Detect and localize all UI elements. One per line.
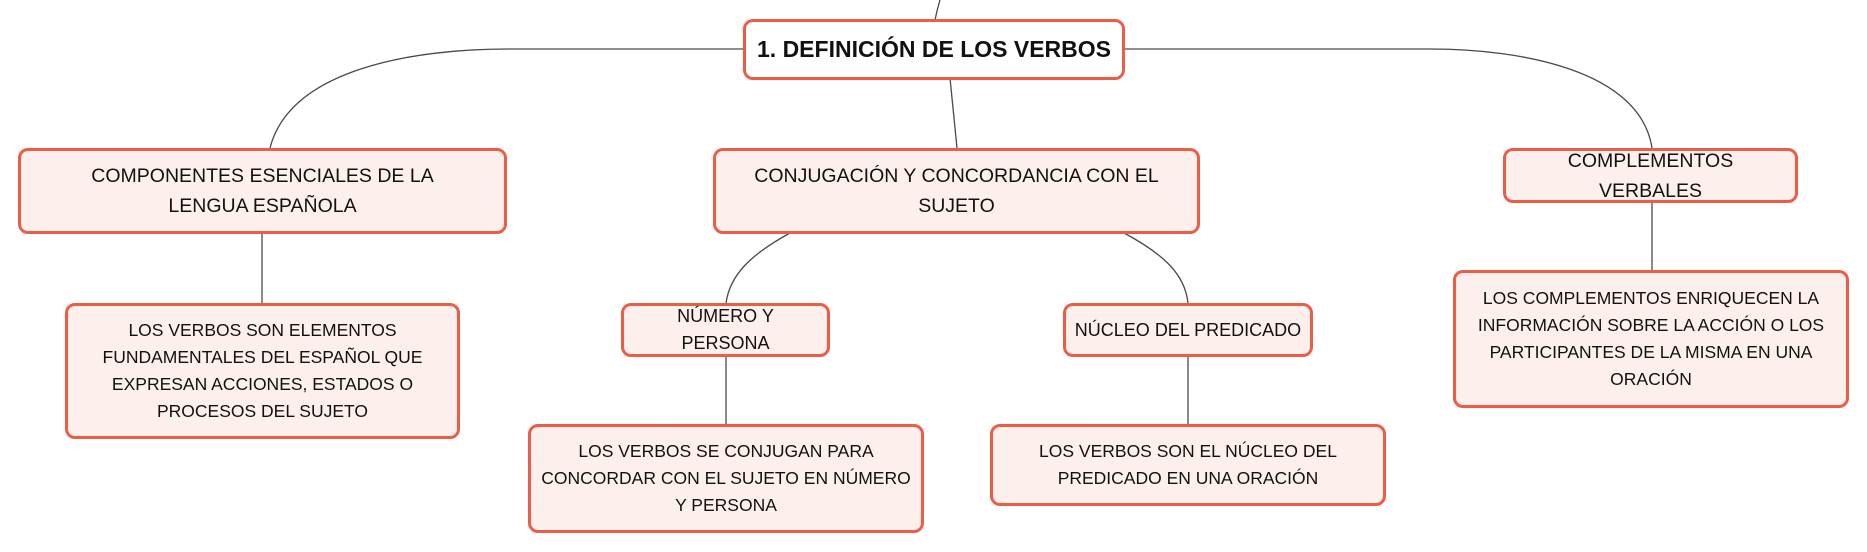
- topic-complements-node[interactable]: COMPLEMENTOS VERBALES: [1503, 148, 1798, 203]
- topic-components-node[interactable]: COMPONENTES ESENCIALES DE LA LENGUA ESPA…: [18, 148, 507, 234]
- connector-conjugation-to-number-person: [725, 232, 791, 304]
- subtopic-number-person-node[interactable]: NÚMERO Y PERSONA: [621, 303, 830, 357]
- subtopic-predicate-core-node[interactable]: NÚCLEO DEL PREDICADO: [1063, 303, 1313, 357]
- subtopic-predicate-core-label: NÚCLEO DEL PREDICADO: [1074, 319, 1302, 340]
- connector-parent-to-root: [934, 0, 941, 21]
- connector-root-to-components: [269, 48, 745, 149]
- number-person-detail-node[interactable]: LOS VERBOS SE CONJUGAN PARA CONCORDAR CO…: [528, 424, 924, 533]
- subtopic-number-person-label: NÚMERO Y PERSONA: [677, 306, 774, 353]
- topic-conjugation-node[interactable]: CONJUGACIÓN Y CONCORDANCIA CON EL SUJETO: [713, 148, 1200, 234]
- topic-complements-label: COMPLEMENTOS VERBALES: [1567, 149, 1734, 202]
- connector-conjugation-to-predicate-core: [1123, 232, 1189, 304]
- topic-conjugation-label: CONJUGACIÓN Y CONCORDANCIA CON EL SUJETO: [754, 165, 1159, 217]
- predicate-core-detail-node[interactable]: LOS VERBOS SON EL NÚCLEO DEL PREDICADO E…: [990, 424, 1386, 506]
- connector-root-to-complements: [1124, 48, 1653, 149]
- root-topic-node[interactable]: 1. DEFINICIÓN DE LOS VERBOS: [743, 19, 1125, 80]
- complements-detail-node[interactable]: LOS COMPLEMENTOS ENRIQUECEN LA INFORMACI…: [1453, 270, 1849, 408]
- topic-components-label: COMPONENTES ESENCIALES DE LA LENGUA ESPA…: [91, 165, 434, 217]
- complements-detail-text: LOS COMPLEMENTOS ENRIQUECEN LA INFORMACI…: [1477, 288, 1825, 389]
- components-detail-node[interactable]: LOS VERBOS SON ELEMENTOS FUNDAMENTALES D…: [65, 303, 460, 439]
- connector-root-to-conjugation: [949, 77, 958, 149]
- components-detail-text: LOS VERBOS SON ELEMENTOS FUNDAMENTALES D…: [102, 320, 423, 421]
- predicate-core-detail-text: LOS VERBOS SON EL NÚCLEO DEL PREDICADO E…: [1039, 441, 1337, 488]
- root-topic-label: 1. DEFINICIÓN DE LOS VERBOS: [757, 36, 1111, 62]
- number-person-detail-text: LOS VERBOS SE CONJUGAN PARA CONCORDAR CO…: [541, 441, 911, 515]
